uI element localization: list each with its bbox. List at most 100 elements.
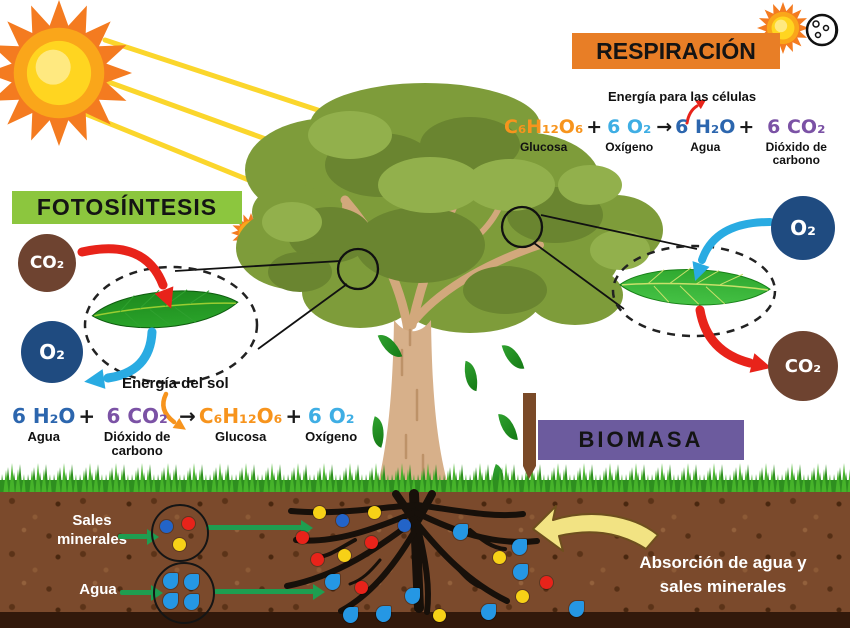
formula-label: Agua [690, 140, 721, 154]
equation-term: 6 CO₂ Dióxido de carbono [98, 406, 176, 458]
photosynthesis-equation: 6 H₂O Agua + 6 CO₂ Dióxido de carbono → … [12, 406, 357, 458]
equation-operator: + [738, 118, 754, 137]
callout-left [174, 247, 380, 350]
mineral-dot [398, 519, 411, 532]
fotosintesis-title: FOTOSÍNTESIS [12, 191, 242, 224]
formula-label: Oxígeno [605, 140, 654, 154]
sales-minerales-label: Sales minerales [56, 512, 128, 548]
co2-in-arrow [77, 244, 174, 309]
moon-icon [805, 13, 839, 47]
mineral-dot [365, 536, 378, 549]
trunk-streaks [400, 328, 425, 480]
water-droplet [513, 564, 528, 580]
sales-arrow-short [118, 528, 159, 545]
energia-del-sol-note: Energía del sol [122, 375, 229, 392]
callout-right [500, 205, 698, 310]
soil-bottom-layer [0, 612, 850, 628]
mineral-dot [173, 538, 186, 551]
equation-operator: + [586, 118, 602, 137]
co2-bubble-left: CO₂ [18, 234, 76, 292]
water-droplet [376, 606, 391, 622]
equation-term: 6 O₂ Oxígeno [305, 406, 357, 444]
equation-term: C₆H₁₂O₆ Glucosa [199, 406, 282, 444]
biomasa-title: BIOMASA [538, 420, 744, 460]
respiration-equation: C₆H₁₂O₆ Glucosa + 6 O₂ Oxígeno → 6 H₂O A… [504, 118, 835, 167]
water-droplet [163, 593, 178, 609]
mineral-circle [151, 504, 209, 562]
co2-out-arrow-right [695, 305, 772, 373]
mineral-dot [355, 581, 368, 594]
formula: 6 H₂O [675, 116, 736, 138]
water-droplet [325, 574, 340, 590]
mineral-dot [313, 506, 326, 519]
water-droplet [405, 588, 420, 604]
formula: 6 O₂ [607, 116, 652, 138]
biomasa-pointer [523, 393, 536, 479]
mineral-dot [433, 609, 446, 622]
formula: 6 CO₂ [767, 116, 826, 138]
plus-sign: + [586, 116, 603, 138]
formula: C₆H₁₂O₆ [504, 116, 584, 138]
absorption-line2: sales minerales [659, 577, 787, 596]
co2-bubble-right: CO₂ [768, 331, 838, 401]
water-droplet [453, 524, 468, 540]
arrow-sign: → [656, 116, 673, 138]
respiracion-title: RESPIRACIÓN [572, 33, 780, 69]
absorption-line1: Absorción de agua y [639, 553, 807, 572]
equation-operator: + [78, 406, 95, 426]
sun-icon [0, 0, 132, 146]
formula-label: Glucosa [215, 429, 267, 444]
agua-arrow-short [120, 584, 163, 601]
water-droplet [184, 594, 199, 610]
sales-arrow-long [206, 519, 313, 536]
falling-leaf [501, 341, 525, 373]
falling-leaf [498, 412, 518, 442]
mineral-dot [160, 520, 173, 533]
agua-label: Agua [79, 581, 117, 598]
formula-label: Glucosa [519, 140, 568, 154]
water-circle [153, 562, 215, 624]
mineral-dot [368, 506, 381, 519]
formula-label: Dióxido de carbono [103, 429, 171, 459]
mineral-dot [182, 517, 195, 530]
energia-celulas-note: Energía para las células [608, 89, 757, 104]
falling-leaf [460, 360, 482, 392]
absorption-label: Absorción de agua y sales minerales [598, 551, 848, 599]
formula-label: Agua [27, 429, 60, 444]
equation-operator: → [179, 406, 196, 426]
formula: 6 O₂ [307, 404, 355, 428]
o2-bubble-right: O₂ [771, 196, 835, 260]
arrow-sign: → [179, 404, 196, 428]
equation-term: 6 O₂ Oxígeno [605, 118, 653, 154]
o2-bubble-left: O₂ [21, 321, 83, 383]
o2-in-arrow-right [692, 218, 774, 282]
leaf-magnifier-left [83, 265, 259, 385]
plus-sign: + [285, 404, 303, 428]
mineral-dot [493, 551, 506, 564]
leaf-right [619, 267, 771, 306]
water-droplet [184, 574, 199, 590]
mineral-dot [338, 549, 351, 562]
water-droplet [481, 604, 496, 620]
equation-term: 6 CO₂ Dióxido de carbono [757, 118, 835, 167]
formula: 6 H₂O [12, 404, 76, 428]
leaf-left [91, 289, 239, 329]
mineral-dot [540, 576, 553, 589]
plus-sign: + [78, 404, 96, 428]
plus-sign: + [738, 116, 755, 138]
falling-leaf [366, 416, 390, 448]
mineral-dot [296, 531, 309, 544]
sun-rays [73, 37, 351, 203]
formula: C₆H₁₂O₆ [198, 404, 283, 428]
water-droplet [163, 573, 178, 589]
formula: 6 CO₂ [106, 404, 168, 428]
water-droplet [569, 601, 584, 617]
mineral-dot [311, 553, 324, 566]
mineral-dot [516, 590, 529, 603]
tree-branches [340, 167, 544, 335]
equation-term: C₆H₁₂O₆ Glucosa [504, 118, 583, 154]
formula-label: Oxígeno [305, 429, 358, 444]
equation-term: 6 H₂O Agua [12, 406, 75, 444]
equation-operator: + [285, 406, 302, 426]
